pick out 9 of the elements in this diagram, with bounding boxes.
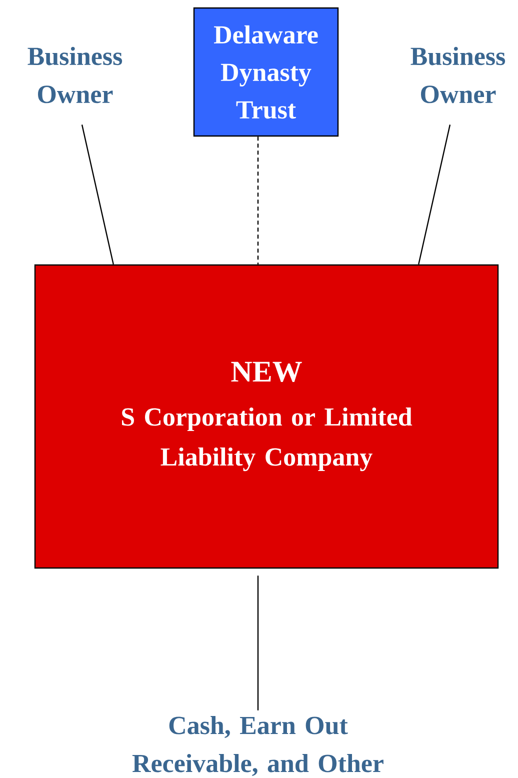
connector-line	[257, 576, 259, 710]
trust-box: Delaware Dynasty Trust	[193, 7, 339, 137]
party-label: Business Owner	[28, 46, 122, 104]
company-box: NEW S Corporation or Limited Liability Company	[34, 264, 499, 569]
connector-line	[81, 124, 114, 265]
party-label: Business Owner	[410, 46, 506, 104]
connector-line	[418, 124, 451, 265]
dashed-connector	[257, 136, 259, 264]
party-label: Cash, Earn Out Receivable, and Other	[132, 716, 384, 776]
